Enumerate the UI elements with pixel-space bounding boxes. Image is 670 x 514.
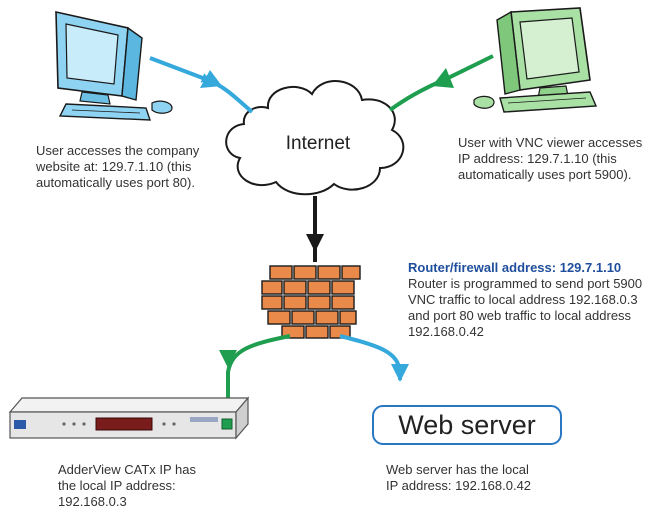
arrow-blue-webserver-icon xyxy=(391,364,409,382)
link-router-to-webserver xyxy=(339,334,402,380)
web-server-caption: Web server has the local IP address: 192… xyxy=(386,462,531,494)
caption-line: AdderView CATx IP has xyxy=(58,462,197,477)
user-computer-blue-icon xyxy=(55,10,173,121)
user-computer-green-icon xyxy=(473,7,598,113)
caption-line: User with VNC viewer accesses xyxy=(458,135,643,150)
web-server-box: Web server xyxy=(372,405,562,445)
caption-line: VNC traffic to local address 192.168.0.3 xyxy=(408,292,638,307)
link-router-to-adderview xyxy=(226,334,291,408)
adderview-device-icon xyxy=(8,396,250,440)
adderview-caption: AdderView CATx IP has the local IP addre… xyxy=(58,462,196,510)
arrow-blue-user-icon xyxy=(200,70,222,88)
router-firewall-icon xyxy=(261,265,361,339)
internet-label: Internet xyxy=(285,133,351,154)
arrow-green-adderview-icon xyxy=(219,350,237,368)
caption-line: 192.168.0.3 xyxy=(58,494,127,509)
user-vnc-caption: User with VNC viewer accesses IP address… xyxy=(458,135,642,183)
caption-line: website at: 129.7.1.10 (this xyxy=(36,159,192,174)
arrow-down-black-icon xyxy=(306,234,324,252)
caption-line: User accesses the company xyxy=(36,143,200,158)
caption-line: and port 80 web traffic to local address xyxy=(408,308,632,323)
internet-cloud-icon xyxy=(225,80,405,196)
arrow-green-user-icon xyxy=(432,68,454,88)
caption-line: Web server has the local xyxy=(386,462,529,477)
caption-line: automatically uses port 80). xyxy=(36,175,195,190)
caption-line: the local IP address: xyxy=(58,478,176,493)
router-caption: Router/firewall address: 129.7.1.10 Rout… xyxy=(408,260,642,340)
user-company-caption: User accesses the company website at: 12… xyxy=(36,143,199,191)
router-heading: Router/firewall address: 129.7.1.10 xyxy=(408,260,622,275)
caption-line: 192.168.0.42 xyxy=(408,324,484,339)
caption-line: Router is programmed to send port 5900 xyxy=(408,276,643,291)
caption-line: IP address: 129.7.1.10 (this xyxy=(458,151,617,166)
caption-line: IP address: 192.168.0.42 xyxy=(386,478,532,493)
caption-line: automatically uses port 5900). xyxy=(458,167,632,182)
